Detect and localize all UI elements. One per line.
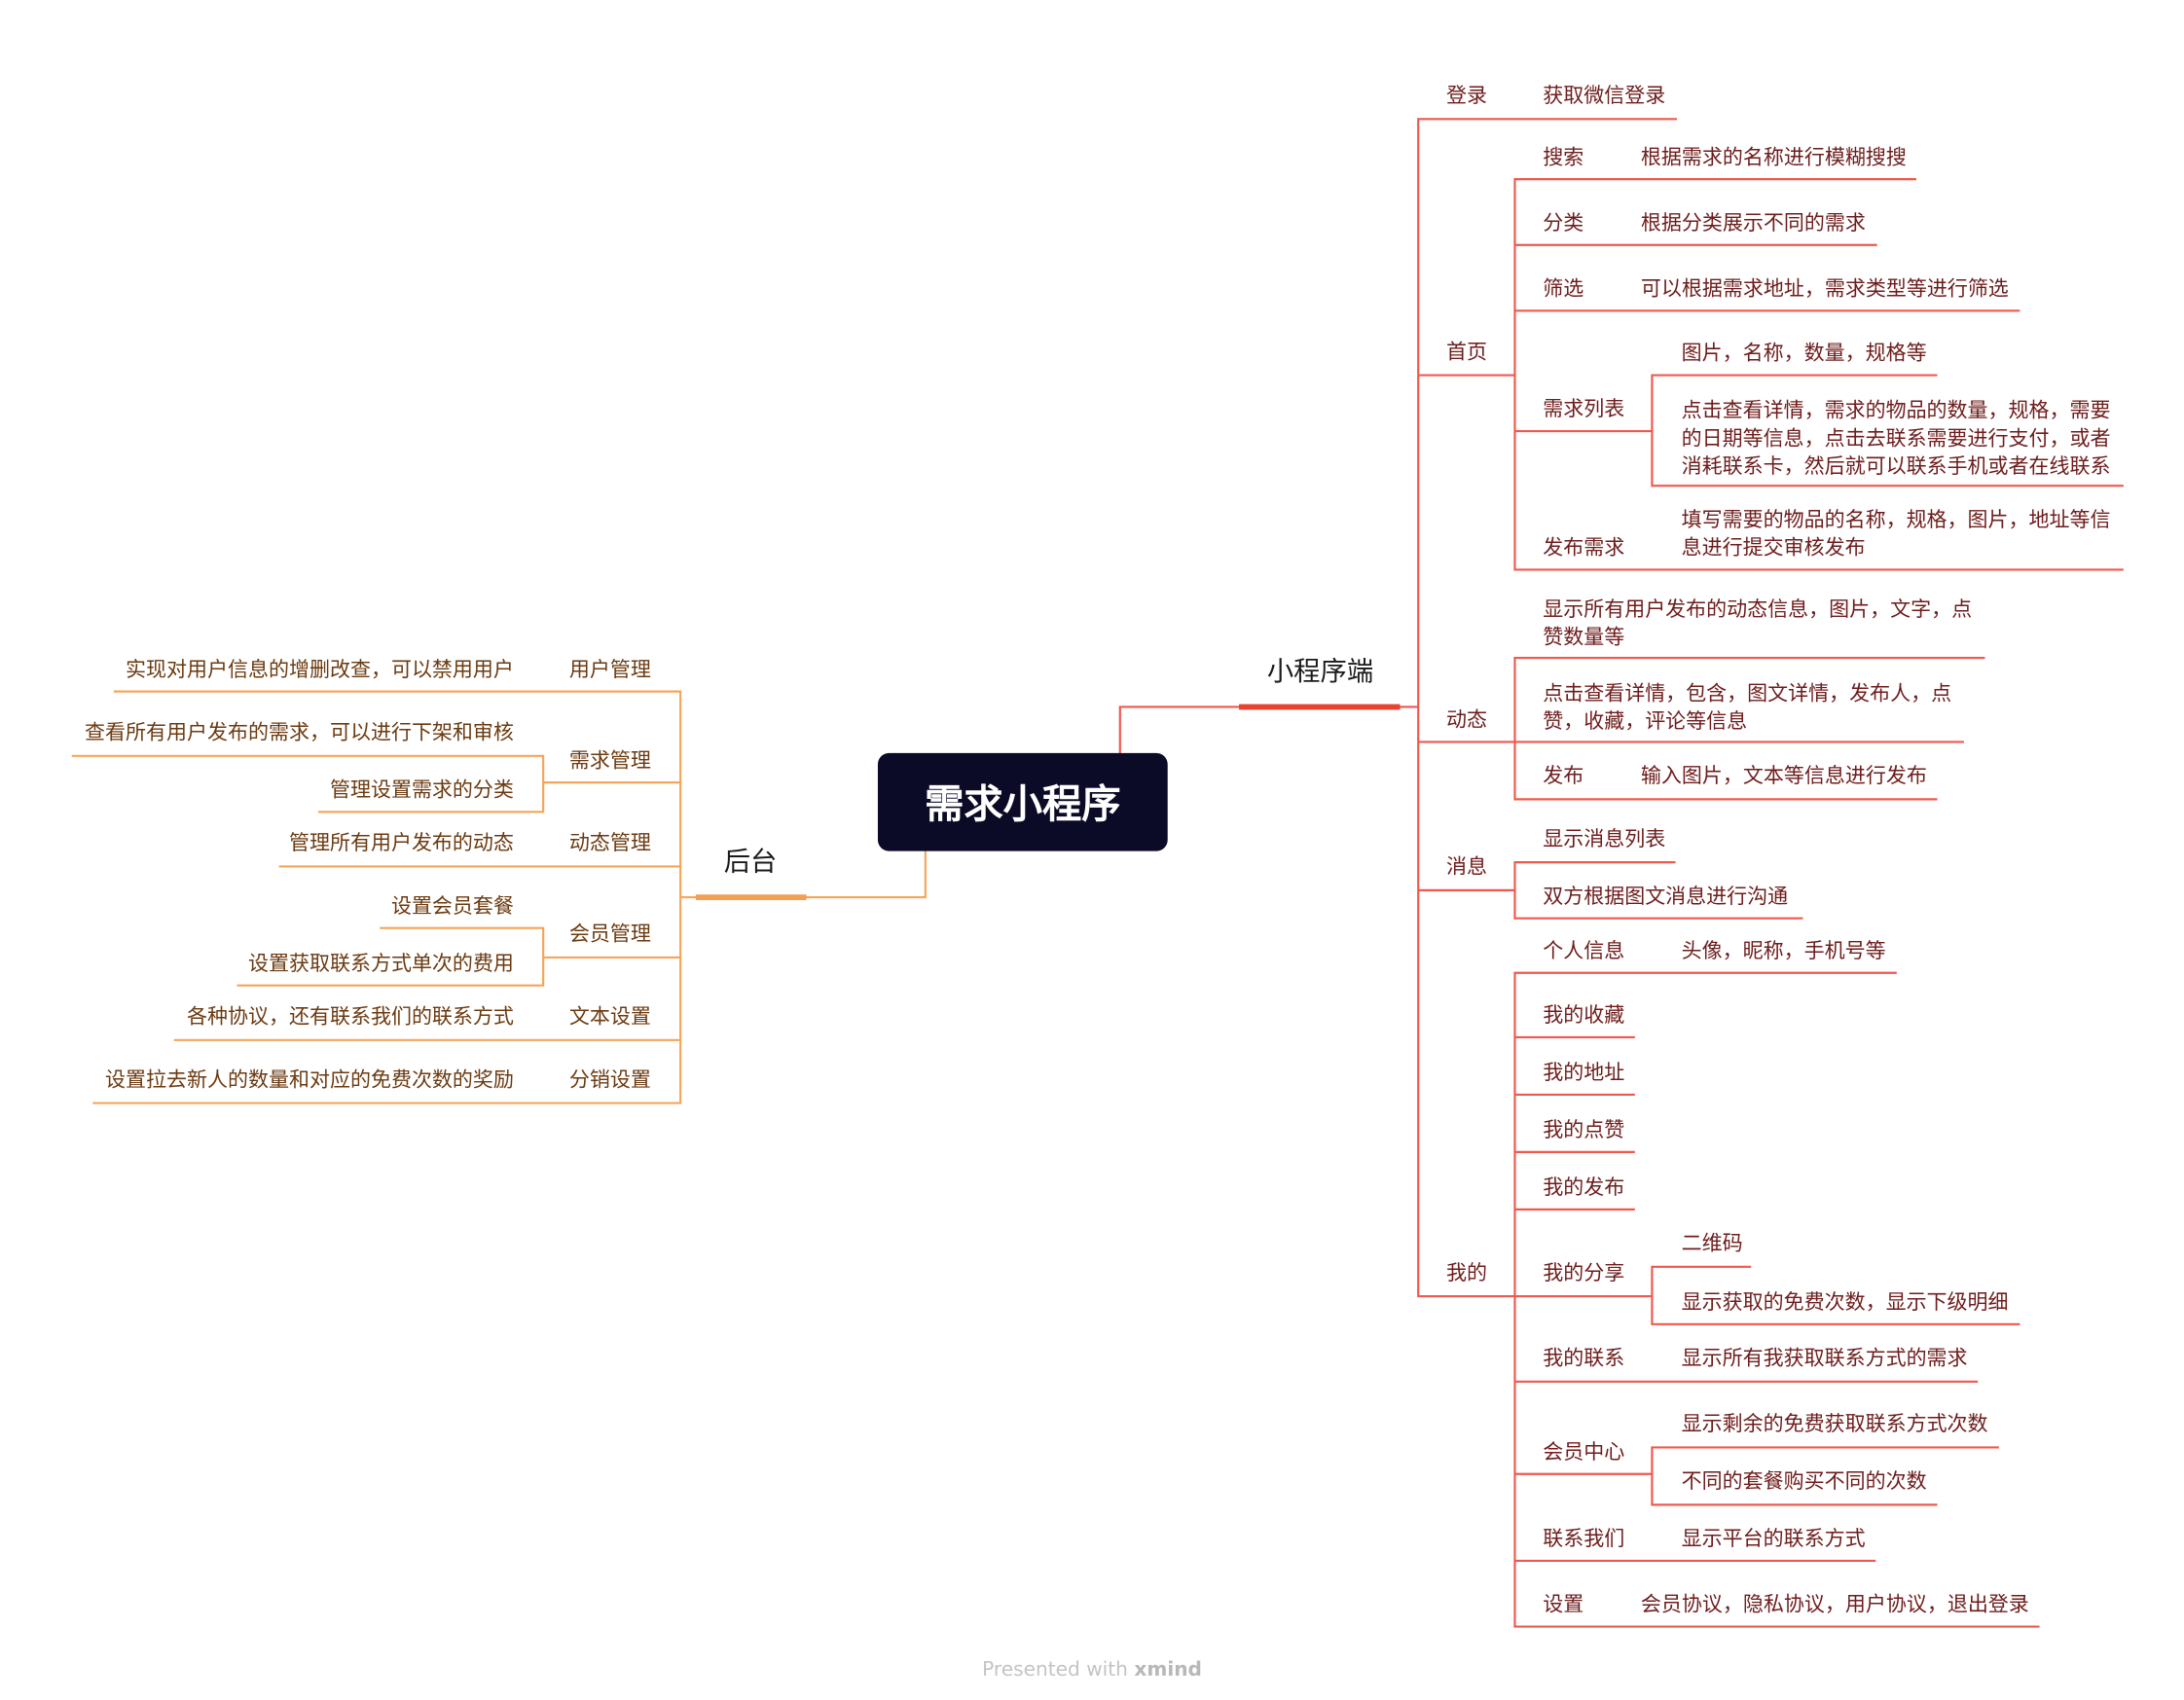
node-demand-list-leaf[interactable]: 图片，名称，数量，规格等 [1681,341,1927,366]
node-address[interactable]: 我的地址 [1543,1061,1625,1085]
node-member-management[interactable]: 会员管理 [568,922,651,947]
node-profile[interactable]: 个人信息 [1543,939,1625,963]
node-home[interactable]: 首页 [1445,340,1487,365]
node-member-management-leaf[interactable]: 设置获取联系方式单次的费用 [247,952,514,976]
node-favorites[interactable]: 我的收藏 [1543,1003,1625,1028]
node-login-leaf[interactable]: 获取微信登录 [1543,84,1666,108]
node-profile-leaf[interactable]: 头像，昵称，手机号等 [1681,939,1886,963]
node-category[interactable]: 分类 [1543,211,1584,235]
node-demand-list-leaf[interactable]: 点击查看详情，需求的物品的数量，规格，需要的日期等信息，点击去联系需要进行支付，… [1681,398,2111,479]
node-my-posts[interactable]: 我的发布 [1543,1176,1625,1200]
node-feed-publish-leaf[interactable]: 输入图片，文本等信息进行发布 [1640,764,1927,788]
node-user-management-leaf[interactable]: 实现对用户信息的增删改查，可以禁用用户 [126,658,514,682]
node-demand-management[interactable]: 需求管理 [568,748,651,774]
node-search[interactable]: 搜索 [1543,145,1584,170]
node-contact-us-leaf[interactable]: 显示平台的联系方式 [1681,1527,1866,1551]
right-branch-lines [1118,118,2124,1628]
root-node[interactable]: 需求小程序 [877,752,1168,851]
node-demand-management-leaf[interactable]: 管理设置需求的分类 [329,778,514,803]
node-settings-leaf[interactable]: 会员协议，隐私协议，用户协议，退出登录 [1640,1593,2029,1617]
node-share[interactable]: 我的分享 [1543,1261,1625,1285]
node-distribution-settings-leaf[interactable]: 设置拉去新人的数量和对应的免费次数的奖励 [105,1067,514,1093]
node-demand-list[interactable]: 需求列表 [1543,397,1625,421]
node-message[interactable]: 消息 [1445,854,1487,880]
node-feed-leaf[interactable]: 点击查看详情，包含，图文详情，发布人，点赞，收藏，评论等信息 [1543,681,1952,734]
node-feed-leaf[interactable]: 显示所有用户发布的动态信息，图片，文字，点赞数量等 [1543,597,1973,650]
node-user-management[interactable]: 用户管理 [568,658,651,682]
node-text-settings[interactable]: 文本设置 [568,1004,651,1030]
node-likes[interactable]: 我的点赞 [1543,1118,1625,1142]
node-feed-publish[interactable]: 发布 [1543,764,1584,788]
node-publish-demand-leaf[interactable]: 填写需要的物品的名称，规格，图片，地址等信息进行提交审核发布 [1681,508,2111,561]
node-vip-leaf[interactable]: 显示剩余的免费获取联系方式次数 [1681,1412,1988,1436]
node-vip-leaf[interactable]: 不同的套餐购买不同的次数 [1681,1469,1927,1494]
branch-mini-program[interactable]: 小程序端 [1266,656,1374,688]
node-member-management-leaf[interactable]: 设置会员套餐 [390,894,514,919]
node-vip-center[interactable]: 会员中心 [1543,1440,1625,1465]
node-publish-demand[interactable]: 发布需求 [1543,535,1625,561]
node-filter-leaf[interactable]: 可以根据需求地址，需求类型等进行筛选 [1640,276,2009,302]
node-share-leaf[interactable]: 显示获取的免费次数，显示下级明细 [1681,1290,2009,1315]
xmind-logo: xmind [1134,1658,1202,1682]
node-demand-management-leaf[interactable]: 查看所有用户发布的需求，可以进行下架和审核 [85,720,514,745]
node-message-leaf[interactable]: 显示消息列表 [1543,827,1666,851]
footer-prefix: Presented with [982,1658,1128,1682]
branch-admin[interactable]: 后台 [723,847,778,878]
left-branch-lines [71,690,927,1104]
node-contact-us[interactable]: 联系我们 [1543,1527,1625,1551]
node-feed-management[interactable]: 动态管理 [568,831,651,855]
node-my-contacts[interactable]: 我的联系 [1543,1346,1625,1371]
node-mine[interactable]: 我的 [1445,1261,1487,1285]
node-share-leaf[interactable]: 二维码 [1681,1231,1743,1256]
node-distribution-settings[interactable]: 分销设置 [568,1067,651,1093]
node-my-contacts-leaf[interactable]: 显示所有我获取联系方式的需求 [1681,1346,1968,1371]
node-search-leaf[interactable]: 根据需求的名称进行模糊搜搜 [1640,145,1907,170]
node-text-settings-leaf[interactable]: 各种协议，还有联系我们的联系方式 [187,1004,514,1030]
node-message-leaf[interactable]: 双方根据图文消息进行沟通 [1543,885,1789,909]
node-category-leaf[interactable]: 根据分类展示不同的需求 [1640,211,1866,235]
node-filter[interactable]: 筛选 [1543,276,1584,302]
node-feed-management-leaf[interactable]: 管理所有用户发布的动态 [288,831,514,855]
footer-watermark: Presented with xmind [0,1659,2184,1682]
node-login[interactable]: 登录 [1445,84,1487,108]
node-feed[interactable]: 动态 [1445,707,1487,733]
node-settings[interactable]: 设置 [1543,1593,1584,1617]
